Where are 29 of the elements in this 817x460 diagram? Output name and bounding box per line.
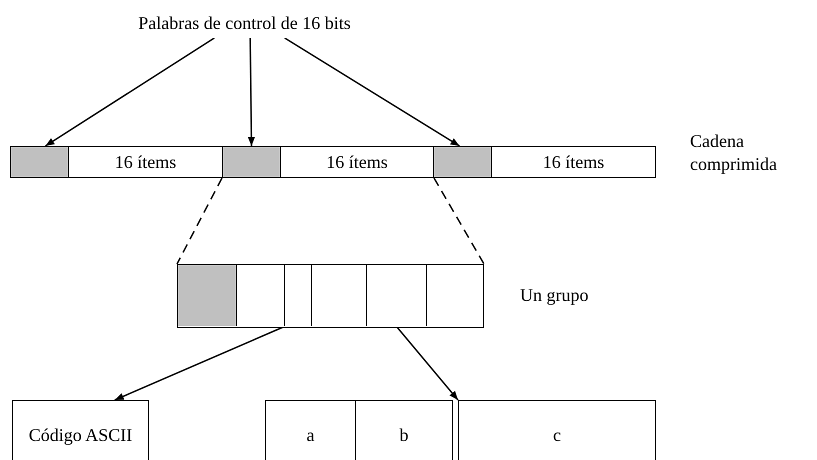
item-segment — [280, 146, 434, 178]
cell-text: 16 ítems — [114, 152, 176, 172]
item-segment — [265, 400, 356, 460]
arrow — [284, 37, 460, 147]
item-segment — [491, 146, 656, 178]
arrow — [396, 326, 459, 400]
group-caption: Un grupo — [520, 284, 588, 307]
item-segment — [68, 146, 223, 178]
item-segment — [355, 400, 453, 460]
control-word-cell — [222, 146, 281, 178]
connector-line — [176, 178, 223, 264]
cell-text: Código ASCII — [28, 425, 132, 446]
cell-text: c — [553, 425, 561, 446]
connector-line — [433, 178, 485, 264]
cell-text: 16 ítems — [542, 152, 604, 172]
item-segment — [458, 400, 656, 460]
cell-text: 16 ítems — [326, 152, 388, 172]
item-segment — [12, 400, 149, 460]
control-word-cell — [178, 265, 236, 326]
control-word-cell — [433, 146, 492, 178]
control-word-cell — [10, 146, 69, 178]
strip-caption: Cadena comprimida — [690, 130, 778, 176]
arrow — [248, 38, 255, 146]
cell-text: a — [306, 425, 314, 446]
arrow — [45, 37, 215, 147]
arrow — [114, 326, 285, 401]
title-text: Palabras de control de 16 bits — [138, 12, 351, 34]
cell-text: b — [400, 425, 408, 446]
group-box — [177, 264, 484, 328]
